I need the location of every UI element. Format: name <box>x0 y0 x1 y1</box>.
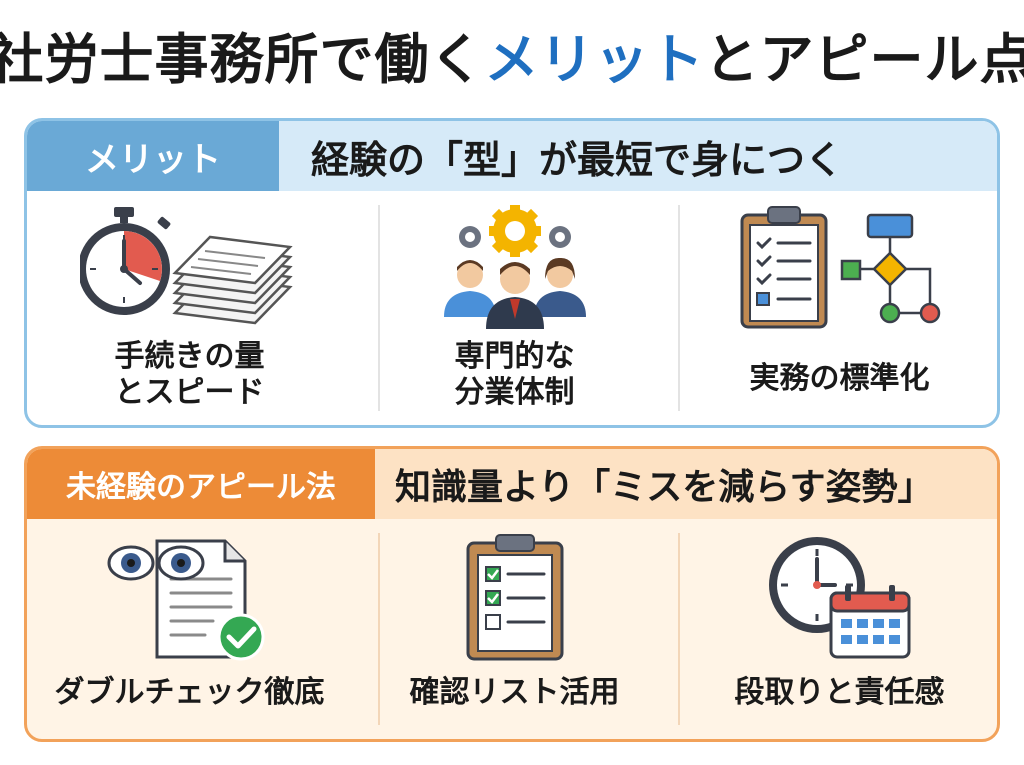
appeal-header: 未経験のアピール法 知識量より「ミスを減らす姿勢」 <box>27 449 997 519</box>
clock-calendar-icon <box>677 533 997 663</box>
appeal-panel: 未経験のアピール法 知識量より「ミスを減らす姿勢」 <box>24 446 1000 742</box>
divider <box>378 205 380 411</box>
title-highlight: メリット <box>484 27 705 91</box>
merit-item-line2: とスピード <box>114 375 265 410</box>
divider <box>678 533 680 725</box>
page-title: 社労士事務所で働くメリットとアピール点 <box>0 14 1024 94</box>
divider <box>678 205 680 411</box>
merit-item-line1: 実務の標準化 <box>749 361 930 396</box>
merit-item-line1: 専門的な <box>454 339 575 374</box>
team-gears-icon <box>352 205 677 335</box>
appeal-tag: 未経験のアピール法 <box>27 449 375 519</box>
clipboard-checklist-icon <box>352 533 677 663</box>
title-part2: とアピール点 <box>704 27 1024 91</box>
eyes-document-check-icon <box>27 533 352 663</box>
divider <box>378 533 380 725</box>
merit-tag: メリット <box>27 121 279 191</box>
merit-item-standardization: 実務の標準化 <box>677 191 997 425</box>
merit-header: メリット 経験の「型」が最短で身につく <box>27 121 997 191</box>
merit-item-division-of-labor: 専門的な 分業体制 <box>352 191 677 425</box>
appeal-item-planning: 段取りと責任感 <box>677 519 997 739</box>
appeal-item-label: 確認リスト活用 <box>409 675 620 710</box>
merit-body: 手続きの量 とスピード <box>27 191 997 425</box>
appeal-item-double-check: ダブルチェック徹底 <box>27 519 352 739</box>
appeal-headline: 知識量より「ミスを減らす姿勢」 <box>395 467 934 508</box>
merit-panel: メリット 経験の「型」が最短で身につく <box>24 118 1000 428</box>
appeal-item-label: ダブルチェック徹底 <box>54 675 325 710</box>
title-part1: 社労士事務所で働く <box>0 27 485 91</box>
stopwatch-documents-icon <box>27 205 352 335</box>
checklist-flowchart-icon <box>677 205 997 335</box>
merit-headline: 経験の「型」が最短で身につく <box>311 137 844 182</box>
merit-item-line1: 手続きの量 <box>114 339 265 374</box>
appeal-item-checklist: 確認リスト活用 <box>352 519 677 739</box>
merit-item-volume-speed: 手続きの量 とスピード <box>27 191 352 425</box>
merit-item-line2: 分業体制 <box>454 375 575 410</box>
appeal-item-label: 段取りと責任感 <box>734 675 945 710</box>
appeal-body: ダブルチェック徹底 <box>27 519 997 739</box>
